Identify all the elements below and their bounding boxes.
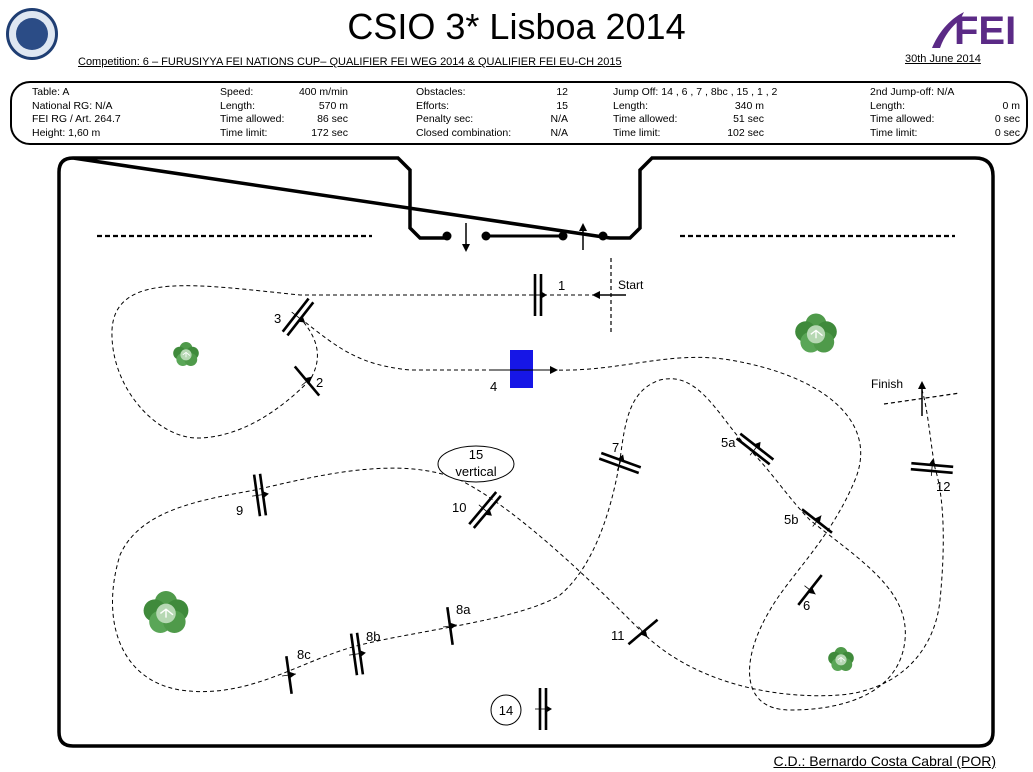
obstacle-label-11: 11 [611,628,625,643]
fei-logo: FEI [932,9,1016,50]
obstacle-5a [732,427,779,470]
info-value: N/A [550,126,568,139]
obstacle-label-8a: 8a [456,602,471,617]
finish-label: Finish [871,377,903,391]
obstacle-label-7: 7 [612,440,619,455]
obstacle-14-circle [490,694,522,726]
arena-fence [57,156,995,748]
info-col-5-values: 0 m 0 sec 0 sec [972,86,1020,140]
gate-post [481,231,491,241]
info-height: Height: 1,60 m [32,126,101,139]
info-col-4-labels: Jump Off: 14 , 6 , 7 , 8bc , 15 , 1 , 2 … [613,86,777,140]
info-value: 172 sec [311,126,348,139]
info-col-3-labels: Obstacles: Efforts: Penalty sec: Closed … [416,86,511,140]
obstacle-14 [533,686,554,732]
obstacle-label-4: 4 [490,379,497,394]
info-label: Time allowed: [870,113,935,125]
competition-subtitle: Competition: 6 – FURUSIYYA FEI NATIONS C… [78,56,622,68]
course-info-panel: Table: A National RG: N/A FEI RG / Art. … [10,81,1028,145]
info-value: 51 sec [733,113,764,125]
obstacle-9 [247,471,274,519]
course-designer: C.D.: Bernardo Costa Cabral (POR) [773,753,996,769]
obstacle-label-3: 3 [274,311,281,326]
info-value: 0 sec [994,113,1020,125]
obstacle-label-1: 1 [558,278,565,293]
info-value: 570 m [318,99,348,112]
info-label: Time limit: [613,126,661,139]
info-value: 102 sec [727,126,764,139]
info-col-1: Table: A National RG: N/A FEI RG / Art. … [32,86,121,140]
obstacle-label-5a: 5a [721,435,736,450]
info-label: Penalty sec: [416,113,474,125]
info-value: 340 m [734,99,764,112]
gate-post [442,231,452,241]
info-label: Length: [613,99,649,112]
info-label: 2nd Jump-off: N/A [870,86,955,98]
page-title: CSIO 3* Lisboa 2014 [347,6,686,47]
federation-logo [6,8,58,60]
info-label: Jump Off: 14 , 6 , 7 , 8bc , 15 , 1 , 2 [613,86,778,98]
obstacle-label-8b: 8b [366,629,380,644]
info-label: Time allowed: [613,113,678,125]
info-value: 0 m [1002,99,1020,112]
info-col-4-values: 340 m 51 sec 102 sec [702,86,764,140]
obstacle-7 [596,446,645,479]
info-value: 12 [556,86,568,98]
competition-date: 30th June 2014 [905,53,981,65]
info-label: Efforts: [416,99,450,112]
info-label: Length: [870,99,906,112]
obstacle-label-14: 14 [499,703,513,718]
course-route [111,285,944,711]
obstacle-8c [278,653,300,697]
obstacle-label-5b: 5b [784,512,798,527]
info-value: 0 sec [994,126,1020,139]
start-label: Start [618,278,644,292]
info-col-5-labels: 2nd Jump-off: N/A Length: Time allowed: … [870,86,954,140]
obstacle-15-number: 15 [469,447,483,462]
obstacle-15-label: vertical [455,464,496,479]
info-label: Time limit: [220,126,268,139]
info-col-3-values: 12 15 N/A N/A [532,86,568,140]
obstacle-label-9: 9 [236,503,243,518]
info-value: N/A [550,113,568,125]
info-value: 400 m/min [298,86,348,98]
obstacle-12 [909,455,956,480]
tree-icon [142,590,190,634]
gate-post [598,231,608,241]
info-label: Obstacles: [416,86,466,98]
info-fei-rg: FEI RG / Art. 264.7 [32,113,121,125]
obstacle-label-12: 12 [936,479,950,494]
obstacle-3 [277,294,320,341]
info-label: Speed: [220,86,254,98]
info-value: 15 [556,99,568,112]
finish-line [883,381,961,416]
obstacle-4-water [510,350,533,388]
fei-logo-text: FEI [954,9,1016,50]
arrow-in-icon [462,223,470,252]
info-col-2-values: 400 m/min 570 m 86 sec 172 sec [274,86,348,140]
obstacle-label-8c: 8c [297,647,311,662]
gate-post [558,231,568,241]
obstacle-label-2: 2 [316,375,323,390]
tree-icon [172,341,200,367]
tree-icon [827,646,855,672]
info-value: 86 sec [317,113,348,125]
arrow-out-icon [579,223,587,250]
obstacle-11 [622,613,664,651]
tree-icon [794,312,838,354]
obstacle-15-ellipse [437,445,515,483]
info-label: Time allowed: [220,113,285,125]
obstacle-label-10: 10 [452,500,466,515]
info-national-rg: National RG: N/A [32,99,113,112]
info-label: Length: [220,99,256,112]
info-table: Table: A [32,86,70,98]
info-label: Time limit: [870,126,918,139]
obstacle-5b [796,502,838,540]
info-col-2-labels: Speed: Length: Time allowed: Time limit: [220,86,284,140]
info-label: Closed combination: [416,126,512,139]
start-line [592,258,626,333]
obstacle-1 [528,272,549,318]
obstacle-label-6: 6 [803,598,810,613]
